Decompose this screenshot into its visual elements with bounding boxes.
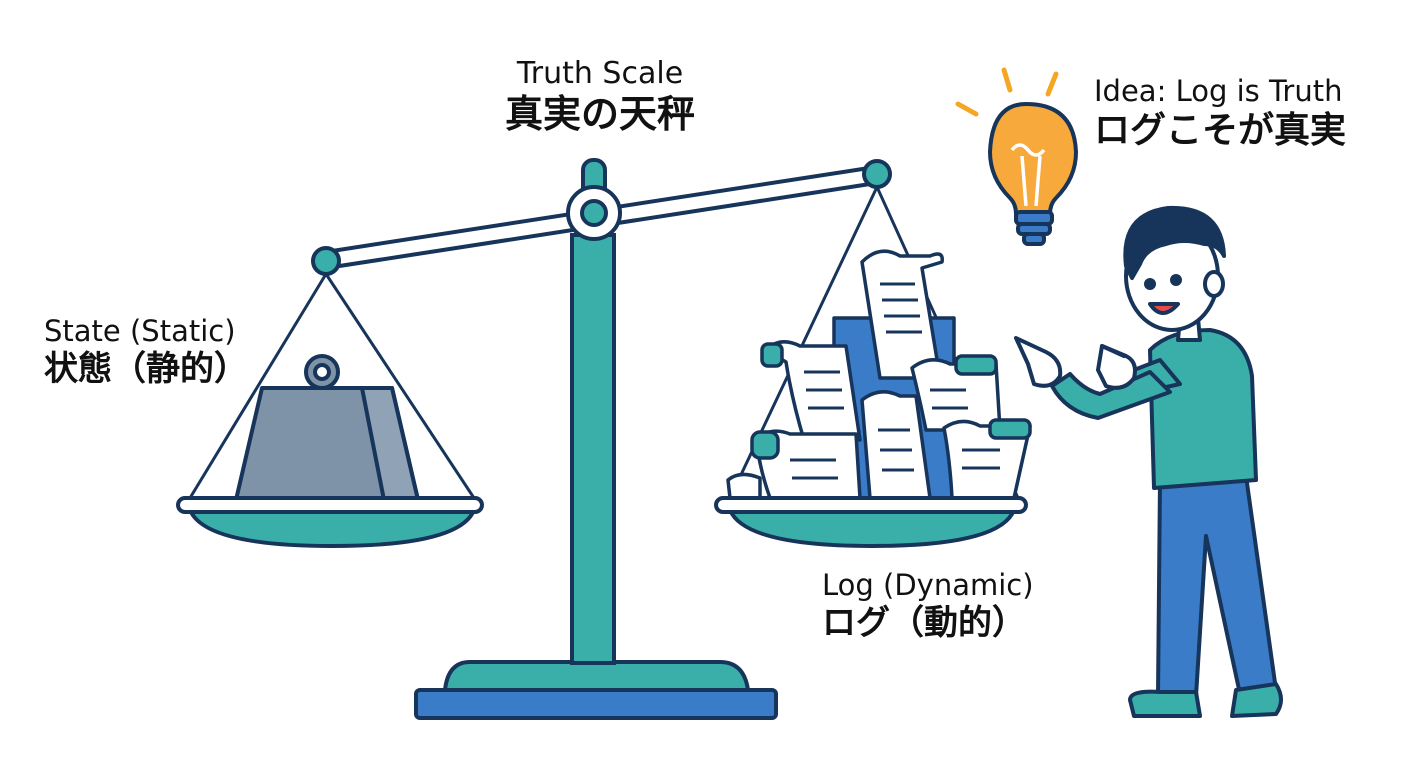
- idea-en: Idea: Log is Truth: [1094, 74, 1343, 108]
- log-en: Log (Dynamic): [822, 568, 1034, 602]
- state-ja: 状態（静的）: [44, 348, 248, 389]
- idea-label: Idea: Log is Truth ログこそが真実: [1094, 74, 1346, 152]
- right-pan: [714, 496, 1028, 548]
- bulb-rays: [955, 67, 1059, 117]
- scale-base: [414, 660, 778, 720]
- pivot-icon: [566, 185, 622, 241]
- left-pan-strings: [188, 273, 476, 499]
- beam-end-left: [311, 246, 341, 276]
- state-label: State (Static) 状態（静的）: [44, 314, 248, 390]
- lightbulb-icon: [955, 67, 1079, 246]
- scroll-icon: [726, 249, 1032, 500]
- scale-title-label: Truth Scale 真実の天秤: [505, 56, 695, 138]
- title-ja: 真実の天秤: [505, 92, 696, 136]
- title-en: Truth Scale: [516, 56, 684, 91]
- idea-ja: ログこそが真実: [1094, 109, 1347, 151]
- log-label: Log (Dynamic) ログ（動的）: [822, 568, 1034, 644]
- state-en: State (Static): [44, 314, 236, 348]
- log-ja: ログ（動的）: [822, 602, 1026, 643]
- beam-end-right: [862, 159, 892, 189]
- weight-icon: [234, 354, 420, 502]
- person-figure: [1014, 205, 1283, 718]
- left-pan: [176, 496, 484, 548]
